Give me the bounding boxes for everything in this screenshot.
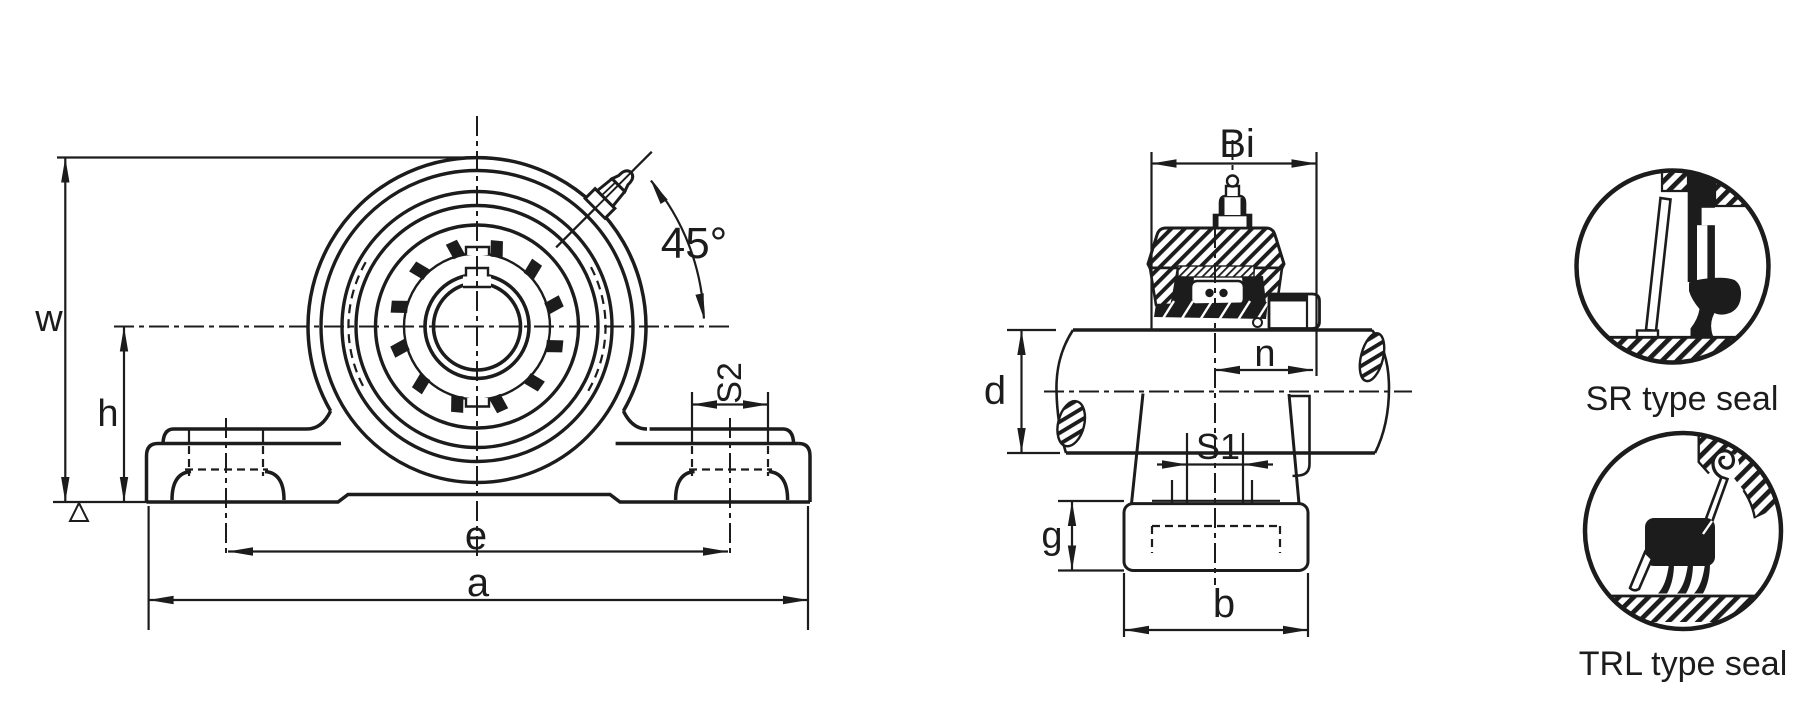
svg-text:45°: 45° xyxy=(661,219,728,268)
svg-text:g: g xyxy=(1041,515,1062,557)
svg-text:S1: S1 xyxy=(1196,426,1240,467)
svg-text:a: a xyxy=(467,561,490,605)
svg-text:b: b xyxy=(1213,582,1235,626)
svg-text:w: w xyxy=(34,298,63,340)
svg-text:n: n xyxy=(1254,333,1275,375)
svg-text:d: d xyxy=(984,369,1006,413)
svg-text:TRL type seal: TRL type seal xyxy=(1579,645,1788,683)
svg-text:e: e xyxy=(465,514,487,558)
svg-text:Bi: Bi xyxy=(1219,122,1255,166)
svg-text:S2: S2 xyxy=(711,362,749,404)
svg-text:SR type seal: SR type seal xyxy=(1586,380,1779,418)
svg-text:h: h xyxy=(97,393,118,435)
